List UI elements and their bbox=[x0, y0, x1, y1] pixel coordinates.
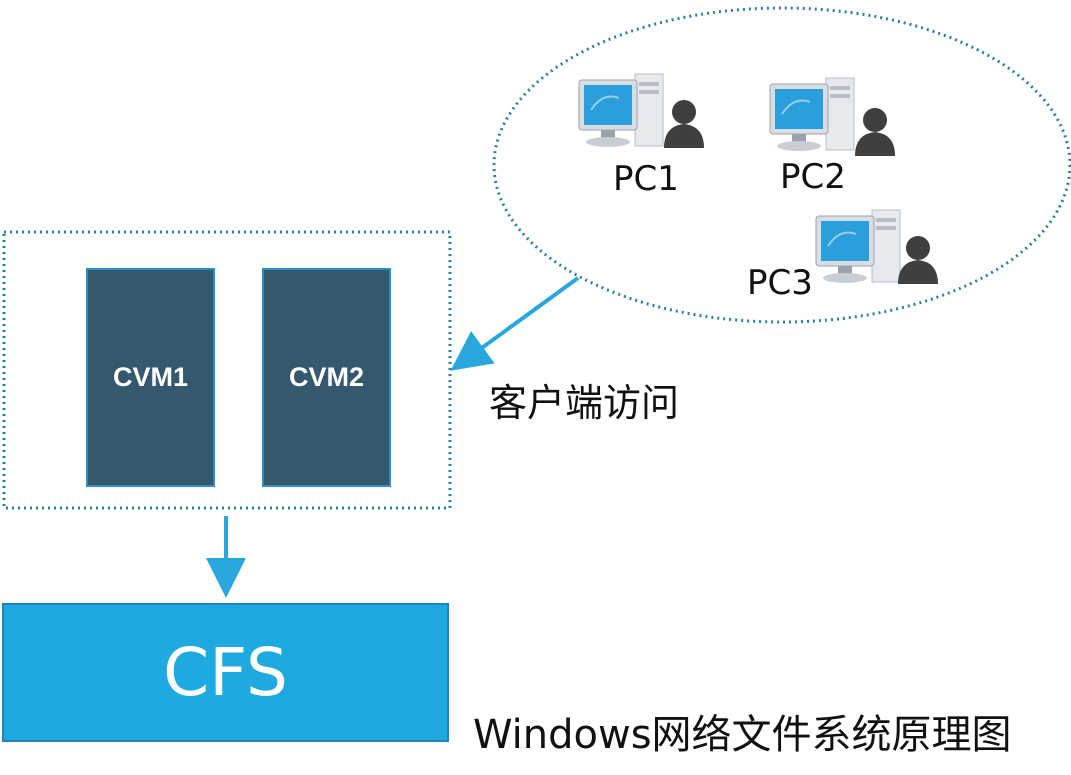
cvm2-node: CVM2 bbox=[262, 268, 391, 487]
pc1-user-icon bbox=[664, 100, 704, 148]
pc2-label: PC2 bbox=[780, 157, 846, 197]
diagram-caption: Windows网络文件系统原理图 bbox=[473, 712, 1012, 758]
pc2-user-icon bbox=[855, 108, 895, 156]
pc1-label: PC1 bbox=[613, 159, 679, 199]
cvm1-node: CVM1 bbox=[86, 268, 215, 487]
cluster-group-outline bbox=[2, 230, 452, 510]
cfs-storage-node: CFS bbox=[2, 603, 449, 742]
pc3-computer-icon bbox=[815, 209, 901, 283]
pc1-computer-icon bbox=[578, 73, 664, 147]
pc2-computer-icon bbox=[769, 77, 855, 151]
client-group-outline bbox=[492, 6, 1071, 324]
pc3-user-icon bbox=[898, 236, 938, 284]
pc3-label: PC3 bbox=[747, 263, 813, 303]
client-access-label: 客户端访问 bbox=[489, 381, 680, 425]
client-access-arrow bbox=[450, 276, 580, 371]
